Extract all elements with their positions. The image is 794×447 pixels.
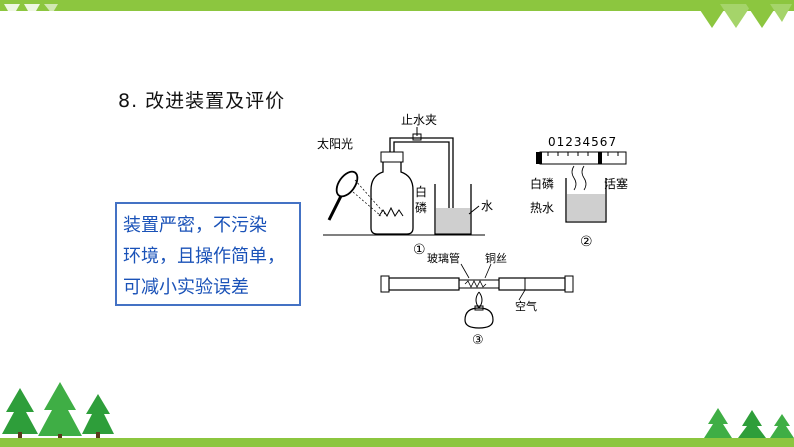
beaker-water (436, 208, 470, 233)
white-phosphorus-char2: 磷 (415, 200, 427, 215)
apparatus-figure-3: 玻璃管 铜丝 空气 ③ (380, 251, 574, 348)
reaction-bottle (370, 162, 414, 235)
connecting-tube (389, 137, 454, 212)
alcohol-lamp-icon (464, 307, 494, 329)
piston-marker (598, 152, 602, 164)
scale-labels: 01234567 (548, 135, 617, 149)
clamp-label: 止水夹 (401, 113, 437, 127)
water-label: 水 (481, 199, 493, 213)
water-clamp-icon (412, 133, 422, 141)
glass-tube-label: 玻璃管 (427, 251, 460, 265)
top-right-leaf-decor (696, 4, 792, 28)
note-line-1: 装置严密，不污染 (123, 215, 267, 236)
bottom-right-tree-decor (704, 408, 794, 438)
right-syringe (498, 277, 566, 291)
copper-wire-label: 铜丝 (485, 251, 507, 265)
white-phosphorus-in-bottle (378, 206, 404, 217)
water-beaker (434, 184, 472, 235)
white-phosphorus-char1: 白 (415, 184, 427, 199)
note-line-3: 可减小实验误差 (123, 277, 249, 298)
bottom-left-tree-decor (2, 382, 114, 442)
sunlight-label: 太阳光 (317, 136, 353, 151)
piston-label: 活塞 (604, 176, 628, 191)
apparatus-figure-2: 01234567 白磷 热水 活塞 ② (530, 135, 628, 250)
section-heading: 8. 改进装置及评价 (118, 90, 286, 112)
top-left-leaf-decor (4, 4, 58, 18)
left-syringe (388, 277, 460, 291)
note-line-2: 环境，且操作简单， (123, 246, 285, 267)
top-decor-bar (0, 0, 794, 11)
evaluation-note-box: 装置严密，不污染 环境，且操作简单， 可减小实验误差 (115, 202, 301, 306)
apparatus-figure-1: 止水夹 太阳光 白 磷 水 ① (317, 113, 493, 258)
magnifier-lens-icon (335, 170, 359, 198)
graduated-tube (539, 151, 627, 165)
hot-water-label: 热水 (530, 201, 554, 215)
air-label: 空气 (515, 299, 537, 313)
figure-2-number: ② (580, 234, 593, 250)
white-phosphorus-label: 白磷 (530, 176, 554, 191)
hot-water-beaker (565, 178, 607, 223)
figure-1-number: ① (413, 242, 426, 258)
bottle-stopper (380, 151, 404, 163)
figure-3-number: ③ (472, 333, 484, 348)
bottom-decor-bar (0, 438, 794, 447)
